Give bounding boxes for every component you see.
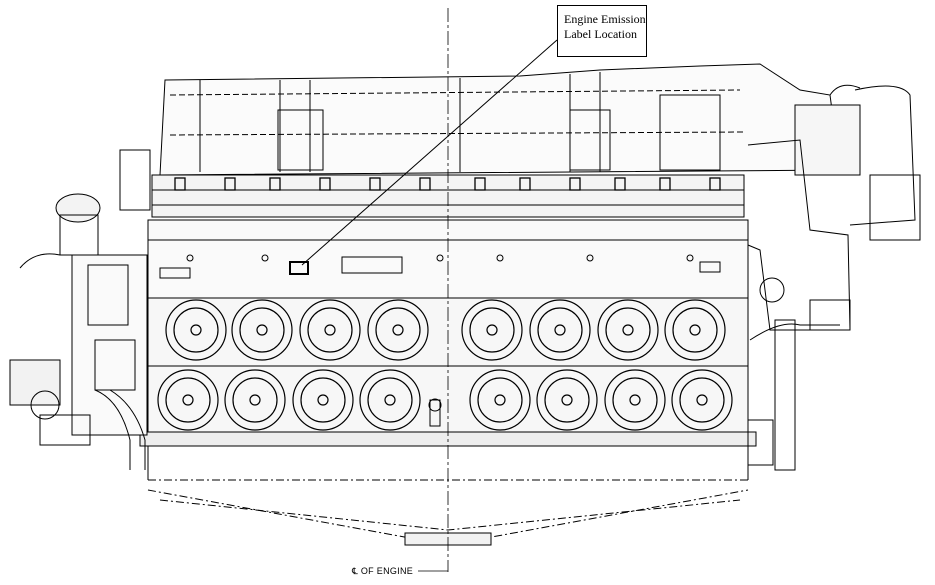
air-box-housing <box>159 63 841 176</box>
right-end-turbocharger <box>747 84 921 471</box>
left-end-accessories <box>9 149 151 470</box>
engine-emission-label-callout: Engine Emission Label Location <box>557 5 647 57</box>
callout-line-2: Label Location <box>564 27 637 41</box>
callout-leader <box>301 39 558 266</box>
callout-line-1: Engine Emission <box>564 12 646 26</box>
centerline-label: ℄ OF ENGINE <box>352 566 414 576</box>
